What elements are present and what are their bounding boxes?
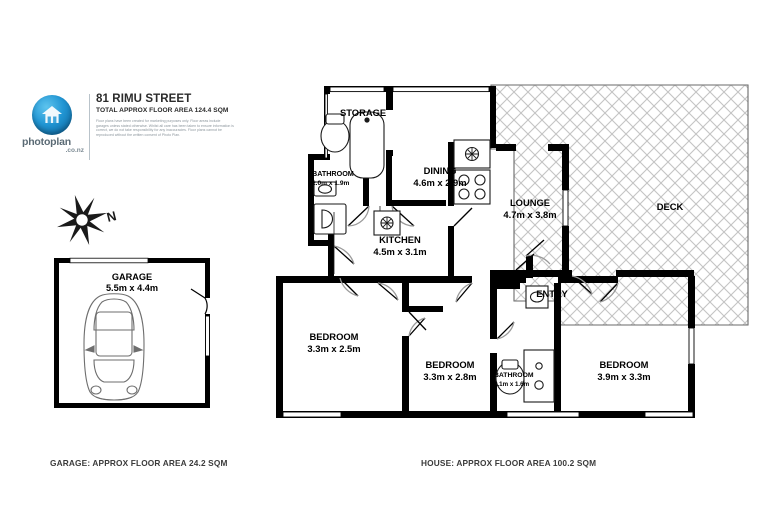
logo-brand-text: photoplan [22, 136, 71, 148]
room-size-bedroom-3: 3.9m x 3.3m [597, 371, 650, 382]
room-size-bedroom-2: 3.3m x 2.8m [423, 371, 476, 382]
room-size-kitchen: 4.5m x 3.1m [373, 246, 426, 257]
garage-room-size: 5.5m x 4.4m [106, 283, 158, 293]
room-size-bedroom-1: 3.3m x 2.5m [307, 343, 360, 354]
compass-north-label: N [105, 208, 118, 225]
toilet-cistern [325, 113, 345, 125]
logo-domain-text: .co.nz [65, 147, 84, 154]
room-label-kitchen: KITCHEN [379, 234, 421, 245]
photoplan-logo: photoplan .co.nz [22, 93, 84, 161]
room-size-bathroom-1: 2.0m x 1.9m [312, 180, 350, 187]
compass-rose-icon: N [57, 195, 118, 245]
room-label-bedroom-2: BEDROOM [426, 359, 475, 370]
room-labels: STORAGE BATHROOM 2.0m x 1.9m DINING 4.6m… [307, 107, 683, 388]
bathtub-icon [349, 111, 385, 179]
room-size-dining: 4.6m x 2.9m [413, 177, 466, 188]
cooktop-icon [453, 169, 491, 205]
garage-window [205, 315, 210, 357]
room-label-entry: ENTRY [536, 288, 568, 299]
house-area-caption: HOUSE: APPROX FLOOR AREA 100.2 SQM [421, 458, 597, 468]
total-floor-area-label: TOTAL APPROX FLOOR AREA 124.4 SQM [96, 107, 229, 114]
title-wrap: 81 RIMU STREET TOTAL APPROX FLOOR AREA 1… [96, 93, 238, 137]
kitchen-fixtures [333, 139, 491, 274]
room-label-storage: STORAGE [340, 107, 386, 118]
house-floorplan: STORAGE BATHROOM 2.0m x 1.9m DINING 4.6m… [276, 84, 749, 418]
header-divider [89, 94, 90, 160]
car-outline-icon [83, 293, 145, 401]
room-label-bathroom-2: BATHROOM [494, 372, 534, 379]
garage-door-opening [69, 257, 149, 264]
room-label-dining: DINING [424, 165, 457, 176]
garage-area-caption: GARAGE: APPROX FLOOR AREA 24.2 SQM [50, 458, 228, 468]
disclaimer-text: Floor plans have been created for market… [96, 119, 234, 137]
room-label-bedroom-1: BEDROOM [310, 331, 359, 342]
room-label-bathroom-1: BATHROOM [312, 169, 354, 178]
header-block: photoplan .co.nz 81 RIMU STREET TOTAL AP… [22, 93, 237, 163]
bathroom-1-fixtures [313, 111, 385, 235]
room-size-lounge: 4.7m x 3.8m [503, 209, 556, 220]
oven-icon [453, 139, 491, 169]
bathroom-2-fixtures [495, 285, 555, 403]
room-size-bathroom-2: 2.1m x 1.6m [494, 381, 530, 388]
room-label-bedroom-3: BEDROOM [600, 359, 649, 370]
room-label-deck: DECK [657, 201, 684, 212]
garage-floorplan: GARAGE 5.5m x 4.4m [54, 257, 210, 408]
house-icon [42, 106, 62, 123]
room-label-lounge: LOUNGE [510, 197, 550, 208]
page-title: 81 RIMU STREET [96, 93, 192, 105]
garage-pedestrian-door [190, 288, 208, 315]
house-doors [333, 205, 619, 340]
shower-tray-icon [523, 349, 555, 403]
garage-room-label: GARAGE [112, 272, 152, 282]
toilet-icon [320, 119, 350, 153]
